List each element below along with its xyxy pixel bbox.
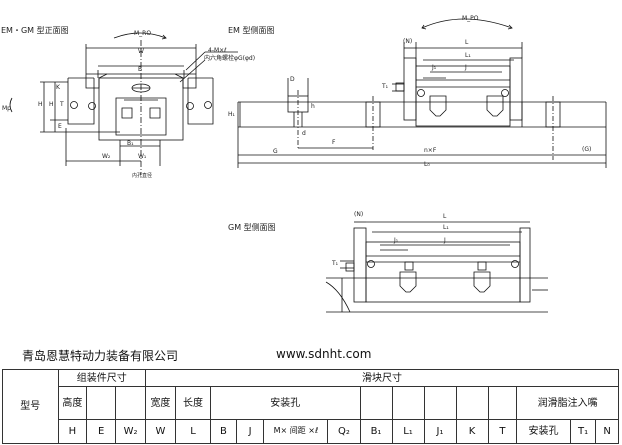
col-l1: L₁ [391, 419, 425, 444]
side-view-bottom [325, 221, 548, 313]
col-t1: T₁ [569, 419, 597, 444]
label-l-bottom: L [443, 213, 447, 220]
label-mp: Mp [2, 105, 11, 112]
label-l0: L₀ [424, 161, 430, 168]
label-t1-bottom: T₁ [332, 260, 339, 267]
label-h1: H [49, 101, 54, 108]
label-h-small: h [311, 103, 315, 110]
col-install-hole: 安装孔 [516, 419, 571, 444]
label-w2: W₂ [102, 153, 111, 160]
label-n-top: (N) [403, 38, 413, 45]
spec-table: 型号 组装件尺寸 滑块尺寸 高度 宽度 长度 安装孔 润滑脂注入嘴 H E W₂… [2, 369, 619, 444]
label-l-top: L [465, 39, 469, 46]
label-g-paren: (G) [582, 146, 592, 153]
side-view-top [237, 18, 607, 168]
side-view-bottom-title: GM 型侧面图 [228, 223, 276, 232]
label-h1-side: H₁ [228, 111, 235, 118]
col-k: K [455, 419, 489, 444]
header-model: 型号 [2, 369, 59, 444]
label-w: W [138, 48, 144, 55]
header-height: 高度 [57, 386, 88, 420]
col-w2: W₂ [115, 419, 146, 444]
label-j-bottom: J [444, 237, 446, 244]
label-g: G [273, 148, 278, 155]
label-w1: W₁ [138, 153, 147, 160]
label-d-upper: D [290, 76, 295, 83]
label-k: K [56, 84, 60, 91]
col-j: J [235, 419, 265, 444]
label-j1-top: J₁ [432, 64, 437, 71]
label-h: H [38, 101, 43, 108]
label-n-bottom: (N) [354, 211, 364, 218]
label-d-lower: d [302, 130, 306, 137]
header-grease-nipple: 润滑脂注入嘴 [516, 386, 619, 420]
label-t1-top: T₁ [382, 83, 389, 90]
label-e: E [58, 123, 62, 130]
col-b1: B₁ [359, 419, 393, 444]
col-w: W [145, 419, 176, 444]
front-view [9, 32, 238, 175]
header-length: 长度 [174, 386, 212, 420]
label-grease-nipple: 内六角螺栓φG(φd) [204, 55, 256, 62]
label-f: F [332, 139, 336, 146]
label-b1: B₁ [127, 140, 134, 147]
header-assembly-dims: 组装件尺寸 [57, 369, 146, 387]
label-rail-note: 内孔直径 [132, 173, 153, 179]
label-j1-bottom: J₁ [394, 237, 399, 244]
label-mpo: M_PO [462, 15, 479, 22]
front-view-title: EM・GM 型正面图 [1, 26, 69, 35]
label-l1-bottom: L₁ [443, 224, 449, 231]
col-b: B [210, 419, 237, 444]
label-l1-top: L₁ [465, 52, 471, 59]
col-q2: Q₂ [327, 419, 361, 444]
company-name: 青岛恩慧特动力装备有限公司 [22, 349, 179, 363]
col-t: T [487, 419, 518, 444]
website-url[interactable]: www.sdnht.com [276, 347, 372, 361]
label-mounting-holes: 4-M×ℓ [208, 47, 227, 54]
label-nf: n×F [424, 147, 437, 154]
technical-drawing [9, 18, 607, 313]
header-width: 宽度 [145, 386, 176, 420]
header-mounting-hole: 安装孔 [210, 386, 361, 420]
header-block-dims: 滑块尺寸 [145, 369, 619, 387]
col-h: H [57, 419, 88, 444]
label-b: B [138, 66, 143, 73]
col-mxl: M× 间距 ×ℓ [263, 419, 329, 444]
side-view-top-title: EM 型侧面图 [228, 26, 275, 35]
col-e: E [86, 419, 117, 444]
label-t: T [60, 101, 64, 108]
col-n: N [595, 419, 619, 444]
col-l: L [174, 419, 212, 444]
col-j1: J₁ [423, 419, 457, 444]
label-j-top: J [465, 64, 467, 71]
label-mro: M_RO [134, 30, 152, 37]
